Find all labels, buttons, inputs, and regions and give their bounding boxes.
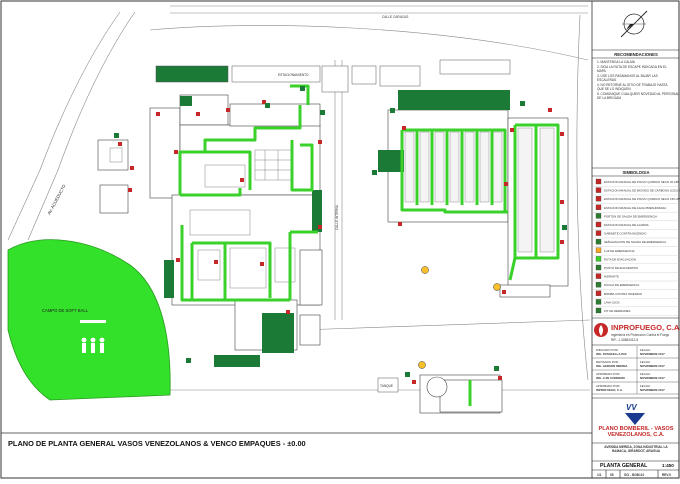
sheet-number: 1/1 [597, 473, 602, 477]
equipment [109, 147, 296, 289]
company-name: INPROFUEGO, C.A. [611, 323, 680, 332]
recommendation-item: 5. COMUNIQUE CUALQUIER NOVEDAD AL PERSON… [597, 92, 679, 100]
legend-swatch [595, 290, 602, 296]
legend-label: ESTACION MANUAL DE POLVO QUIMICO SECO 20… [604, 180, 680, 184]
meeting-point-icon [80, 320, 106, 353]
signoff-name: ING. LUIS CORDERO [596, 376, 626, 380]
drawing-code: SCI - BOM-01 [624, 473, 644, 477]
signoff-date: NOVIEMBRE 2017 [640, 376, 665, 380]
top-buildings [155, 59, 511, 93]
legend-swatch [595, 247, 602, 253]
signoff-role: APROBADO POR: [596, 372, 620, 376]
svg-text:VV: VV [626, 403, 637, 412]
legend-label: PORTON DE SALIDA DE EMERGENCIA [604, 214, 657, 218]
signoff-date-label: FECHA: [640, 348, 651, 352]
legend-swatch [595, 307, 602, 314]
signoff-name: ING. GERSON MEDINA [596, 364, 628, 368]
legend-label: PUNTO DE ENCUENTRO [604, 266, 639, 270]
sheet-codes: 1/1 05 SCI - BOM-01 REV.0 [597, 470, 671, 478]
legend-label: ESTACION MANUAL DE AGUA PRESURIZADA [604, 206, 666, 210]
roof-patches [164, 96, 322, 367]
legend-label: GABINETE CONTRA INCENDIO [604, 232, 647, 236]
legend-swatch [595, 178, 602, 185]
racks [404, 127, 555, 253]
tank-label: TANQUE [380, 384, 393, 388]
legend-label: BOMBA CONTRA INCENDIO [604, 292, 643, 296]
sheet-title: PLANO DE PLANTA GENERAL VASOS VENEZOLANO… [8, 439, 306, 448]
company-rif: RIF.: J-30583412-5 [611, 338, 638, 342]
legend-title: SIMBOLOGIA [623, 170, 650, 175]
legend-label: ESTACION MANUAL DE ALARMA [604, 223, 649, 227]
signoff-role: DIBUJADO POR: [596, 348, 619, 352]
parking-label: ESTACIONAMIENTO [278, 73, 309, 77]
legend-label: DUCHA DE EMERGENCIA [604, 283, 639, 287]
evacuation-route-right [400, 123, 560, 406]
client-logo: VV [625, 403, 645, 425]
legend-swatch [595, 273, 602, 279]
signoff-role: APROBADO POR: [596, 384, 620, 388]
legend-swatch [595, 204, 602, 210]
legend-swatch [595, 213, 602, 219]
drawing-name: PLANTA GENERAL [600, 463, 648, 469]
legend-swatch [595, 221, 602, 228]
signoff-name: INPROFUEGO, C.A. [596, 388, 623, 392]
company-logo [594, 323, 608, 337]
road-top-label: CALLE CARACAS [382, 15, 408, 19]
legend-swatch [595, 282, 602, 288]
signoff-date-label: FECHA: [640, 372, 651, 376]
signoff-date: NOVIEMBRE 2017 [640, 352, 665, 356]
softball-field [7, 239, 171, 401]
legend-label: LAVA OJOS [604, 300, 620, 304]
legend-swatch [595, 256, 602, 262]
recommendation-item: 1. MANTENGA LA CALMA [597, 60, 636, 64]
evacuation-route-left [178, 84, 318, 302]
legend-swatch [595, 299, 602, 305]
recommendations-title: RECOMENDACIONES [614, 52, 658, 57]
assembly-point-icons [418, 266, 501, 369]
legend-label: SEÑALIZACION DE SALIDA DE EMERGENCIA [604, 239, 666, 244]
legend-label: KIT DE DERRAMES [604, 309, 631, 313]
center-road-label: CALLE INTERNA [335, 204, 339, 230]
red-equipment-markers [118, 100, 564, 384]
signoff-date-label: FECHA: [640, 360, 651, 364]
signoff-table: DIBUJADO POR:ING. FRANCELLA PAZFECHA:NOV… [592, 346, 679, 395]
legend-swatch [595, 264, 602, 271]
signoff-name: ING. FRANCELLA PAZ [596, 352, 627, 356]
right-roof-patches [378, 90, 510, 172]
revision: REV.0 [662, 473, 671, 477]
company-tagline: Ingeniería en Protección Contra el Fuego [611, 333, 670, 337]
signoff-role: REVISADO POR: [596, 360, 619, 364]
legend-swatch [595, 187, 602, 193]
signoff-date: NOVIEMBRE 2017 [640, 388, 665, 392]
green-exit-markers [114, 86, 567, 377]
signoff-date-label: FECHA: [640, 384, 651, 388]
legend-label: LUZ DE EMERGENCIA [604, 249, 635, 253]
signoff-date: NOVIEMBRE 2017 [640, 364, 665, 368]
water-tank [426, 376, 448, 398]
legend-label: HIDRANTE [604, 275, 619, 279]
legend-swatch [595, 230, 602, 236]
legend-list: ESTACION MANUAL DE POLVO QUIMICO SECO 20… [592, 178, 680, 316]
legend-swatch [595, 196, 602, 202]
legend-label: RUTA DE EVACUACION [604, 257, 636, 261]
pump-house [377, 377, 399, 393]
north-arrow [620, 10, 648, 38]
recommendation-item: 2. SIGA LA RUTA DE ESCAPE INDICADA EN EL… [597, 65, 667, 73]
legend-swatch [595, 239, 602, 245]
softball-label: CAMPO DE SOFT BALL [42, 308, 89, 313]
legend-label: ESTACION MANUAL DE POLVO QUIMICO SECO 15… [604, 197, 680, 201]
sheet-code-a: 05 [610, 473, 614, 477]
legend-label: ESTACION MANUAL DE BIOXIDO DE CARBONO (C… [604, 189, 680, 193]
drawing-scale: 1:450 [662, 463, 674, 468]
